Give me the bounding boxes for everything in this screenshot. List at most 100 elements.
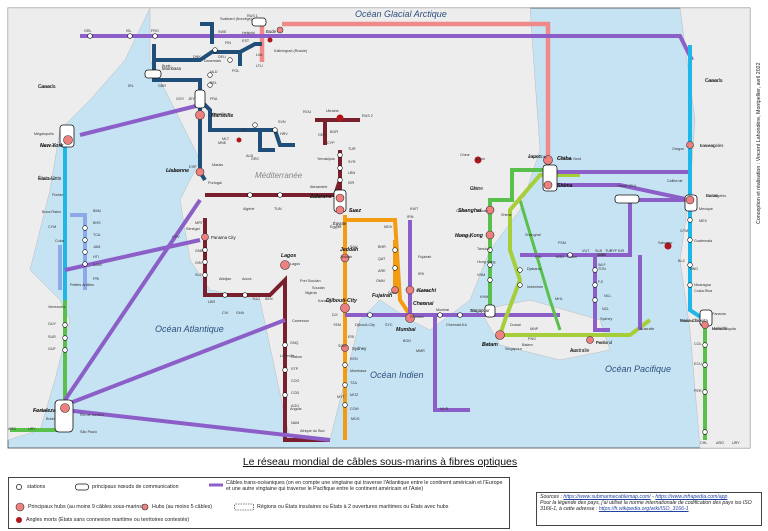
dead-end-ukraine [336, 114, 344, 122]
station-label: Svalbard (Norvège) [220, 17, 252, 21]
transatlantic-newyork [79, 103, 201, 137]
station-label: Floride [52, 193, 64, 197]
station-label: KWT [410, 207, 419, 211]
station-label: TON [598, 267, 606, 271]
station [82, 237, 88, 243]
station [62, 322, 68, 328]
station-label: FSM [558, 241, 566, 245]
station-label: Algérie [243, 207, 255, 211]
station-label: ITA [241, 128, 247, 132]
station-label: LBR [208, 300, 216, 304]
station-label: IRN [407, 215, 414, 219]
sources-note: Pour la légende des pays, j'ai utilisé l… [540, 500, 752, 513]
station-label: MLT [222, 137, 230, 141]
station-label: Australie [640, 327, 655, 331]
station-label: Toucheng [455, 234, 471, 238]
station-label: Accra [242, 277, 252, 281]
station-label: CPV [172, 235, 180, 239]
station-label: Zafarana [310, 195, 325, 199]
station-label: Singapour [505, 347, 522, 351]
station-label: TUV [605, 249, 613, 253]
station-label: Angola [290, 407, 302, 411]
label-mediterranean: Méditerranée [255, 171, 303, 180]
label-jeddah: Jeddah [340, 247, 358, 253]
station-label: MMR [416, 349, 425, 353]
hub-fortaleza [60, 403, 70, 413]
dead-end-salvador [664, 242, 672, 250]
station-label: Panama City [680, 319, 702, 323]
station-label: États-Unis [38, 177, 56, 181]
station [222, 292, 228, 298]
legend-regions: Régions ou États insulaires ou États à 2… [234, 503, 448, 511]
node-rus1 [251, 17, 267, 27]
label-canada-left: Canada [38, 84, 56, 90]
station-label: Kuwait-City [528, 155, 547, 159]
station-label: Fortaleza [33, 409, 49, 413]
node-gbr [144, 69, 162, 79]
station-label: Maria Chiquita [712, 327, 736, 331]
hub-hong-kong [485, 230, 495, 240]
station-label: WLF [598, 263, 606, 267]
station [457, 312, 463, 318]
station-label: MEN [470, 187, 479, 191]
hub-jeddah [340, 253, 350, 263]
station [687, 262, 693, 268]
label-suez: Suez [349, 208, 362, 214]
station-label: Yeroskipos [317, 157, 335, 161]
label-pacific: Océan Pacifique [605, 364, 671, 374]
hub-mombasa [341, 344, 349, 352]
station-label: Perth [596, 341, 605, 345]
sources-label: Sources : [540, 494, 562, 500]
station-label: EST [242, 39, 250, 43]
station [87, 33, 93, 39]
station-label: Hong Kong [477, 260, 496, 264]
station-label: Gabon [291, 355, 303, 359]
station-label: Cuba [55, 239, 64, 243]
station-label: URY [732, 441, 740, 445]
station-label: MDG [351, 417, 360, 421]
hub-maria-chiquita [701, 321, 709, 329]
station-label: Ukraine [326, 109, 339, 113]
label-fujairah: Fujairah [372, 293, 392, 299]
hub-helsinki [276, 26, 284, 34]
hub-shanghai [485, 205, 495, 215]
station [487, 247, 493, 253]
transatlantic-southafrica [64, 408, 331, 442]
station [202, 272, 208, 278]
station-label: GGY [176, 97, 185, 101]
station-label: HRV [280, 132, 288, 136]
station-label: Canada [705, 79, 718, 83]
label-djibouti: Djibouti-City [326, 298, 358, 304]
source-link-1[interactable]: https://www.submarinecablemap.com/ [563, 494, 651, 500]
station-label: HTI [93, 255, 99, 259]
station-label: Mumbai [436, 308, 450, 312]
station [227, 57, 233, 63]
station-label: COM [350, 407, 359, 411]
label-new-york: New York [40, 143, 64, 149]
dead-end-icon [16, 517, 22, 523]
station-label: Chennai [446, 323, 460, 327]
station-label: ISL [126, 29, 132, 33]
station-label: Jeddah [340, 255, 353, 259]
station-label: DJI [332, 313, 338, 317]
source-link-3[interactable]: https://fr.wikipedia.org/wiki/ISO_3166-1 [598, 506, 689, 513]
gulf-cable [345, 218, 412, 317]
station-label: Costa-Rica [694, 289, 713, 293]
station [392, 265, 398, 271]
station-label: Hawaï (EU) [617, 184, 637, 188]
station [202, 247, 208, 253]
label-mumbai: Mumbai [396, 327, 416, 333]
station-label: MYT [337, 395, 345, 399]
station-label: BMU [93, 209, 102, 213]
europe-north-cable [154, 42, 262, 62]
station-label: COG [291, 379, 300, 383]
source-link-2[interactable]: https://www.infrapedia.com/app [655, 494, 728, 500]
hub-icon [141, 503, 149, 511]
station-label: SWE [218, 30, 227, 34]
hub-sydney [586, 336, 594, 344]
station-label: Corée du Nord [557, 157, 582, 161]
station-label: ASM [598, 253, 606, 257]
station-label: MNE [218, 141, 227, 145]
